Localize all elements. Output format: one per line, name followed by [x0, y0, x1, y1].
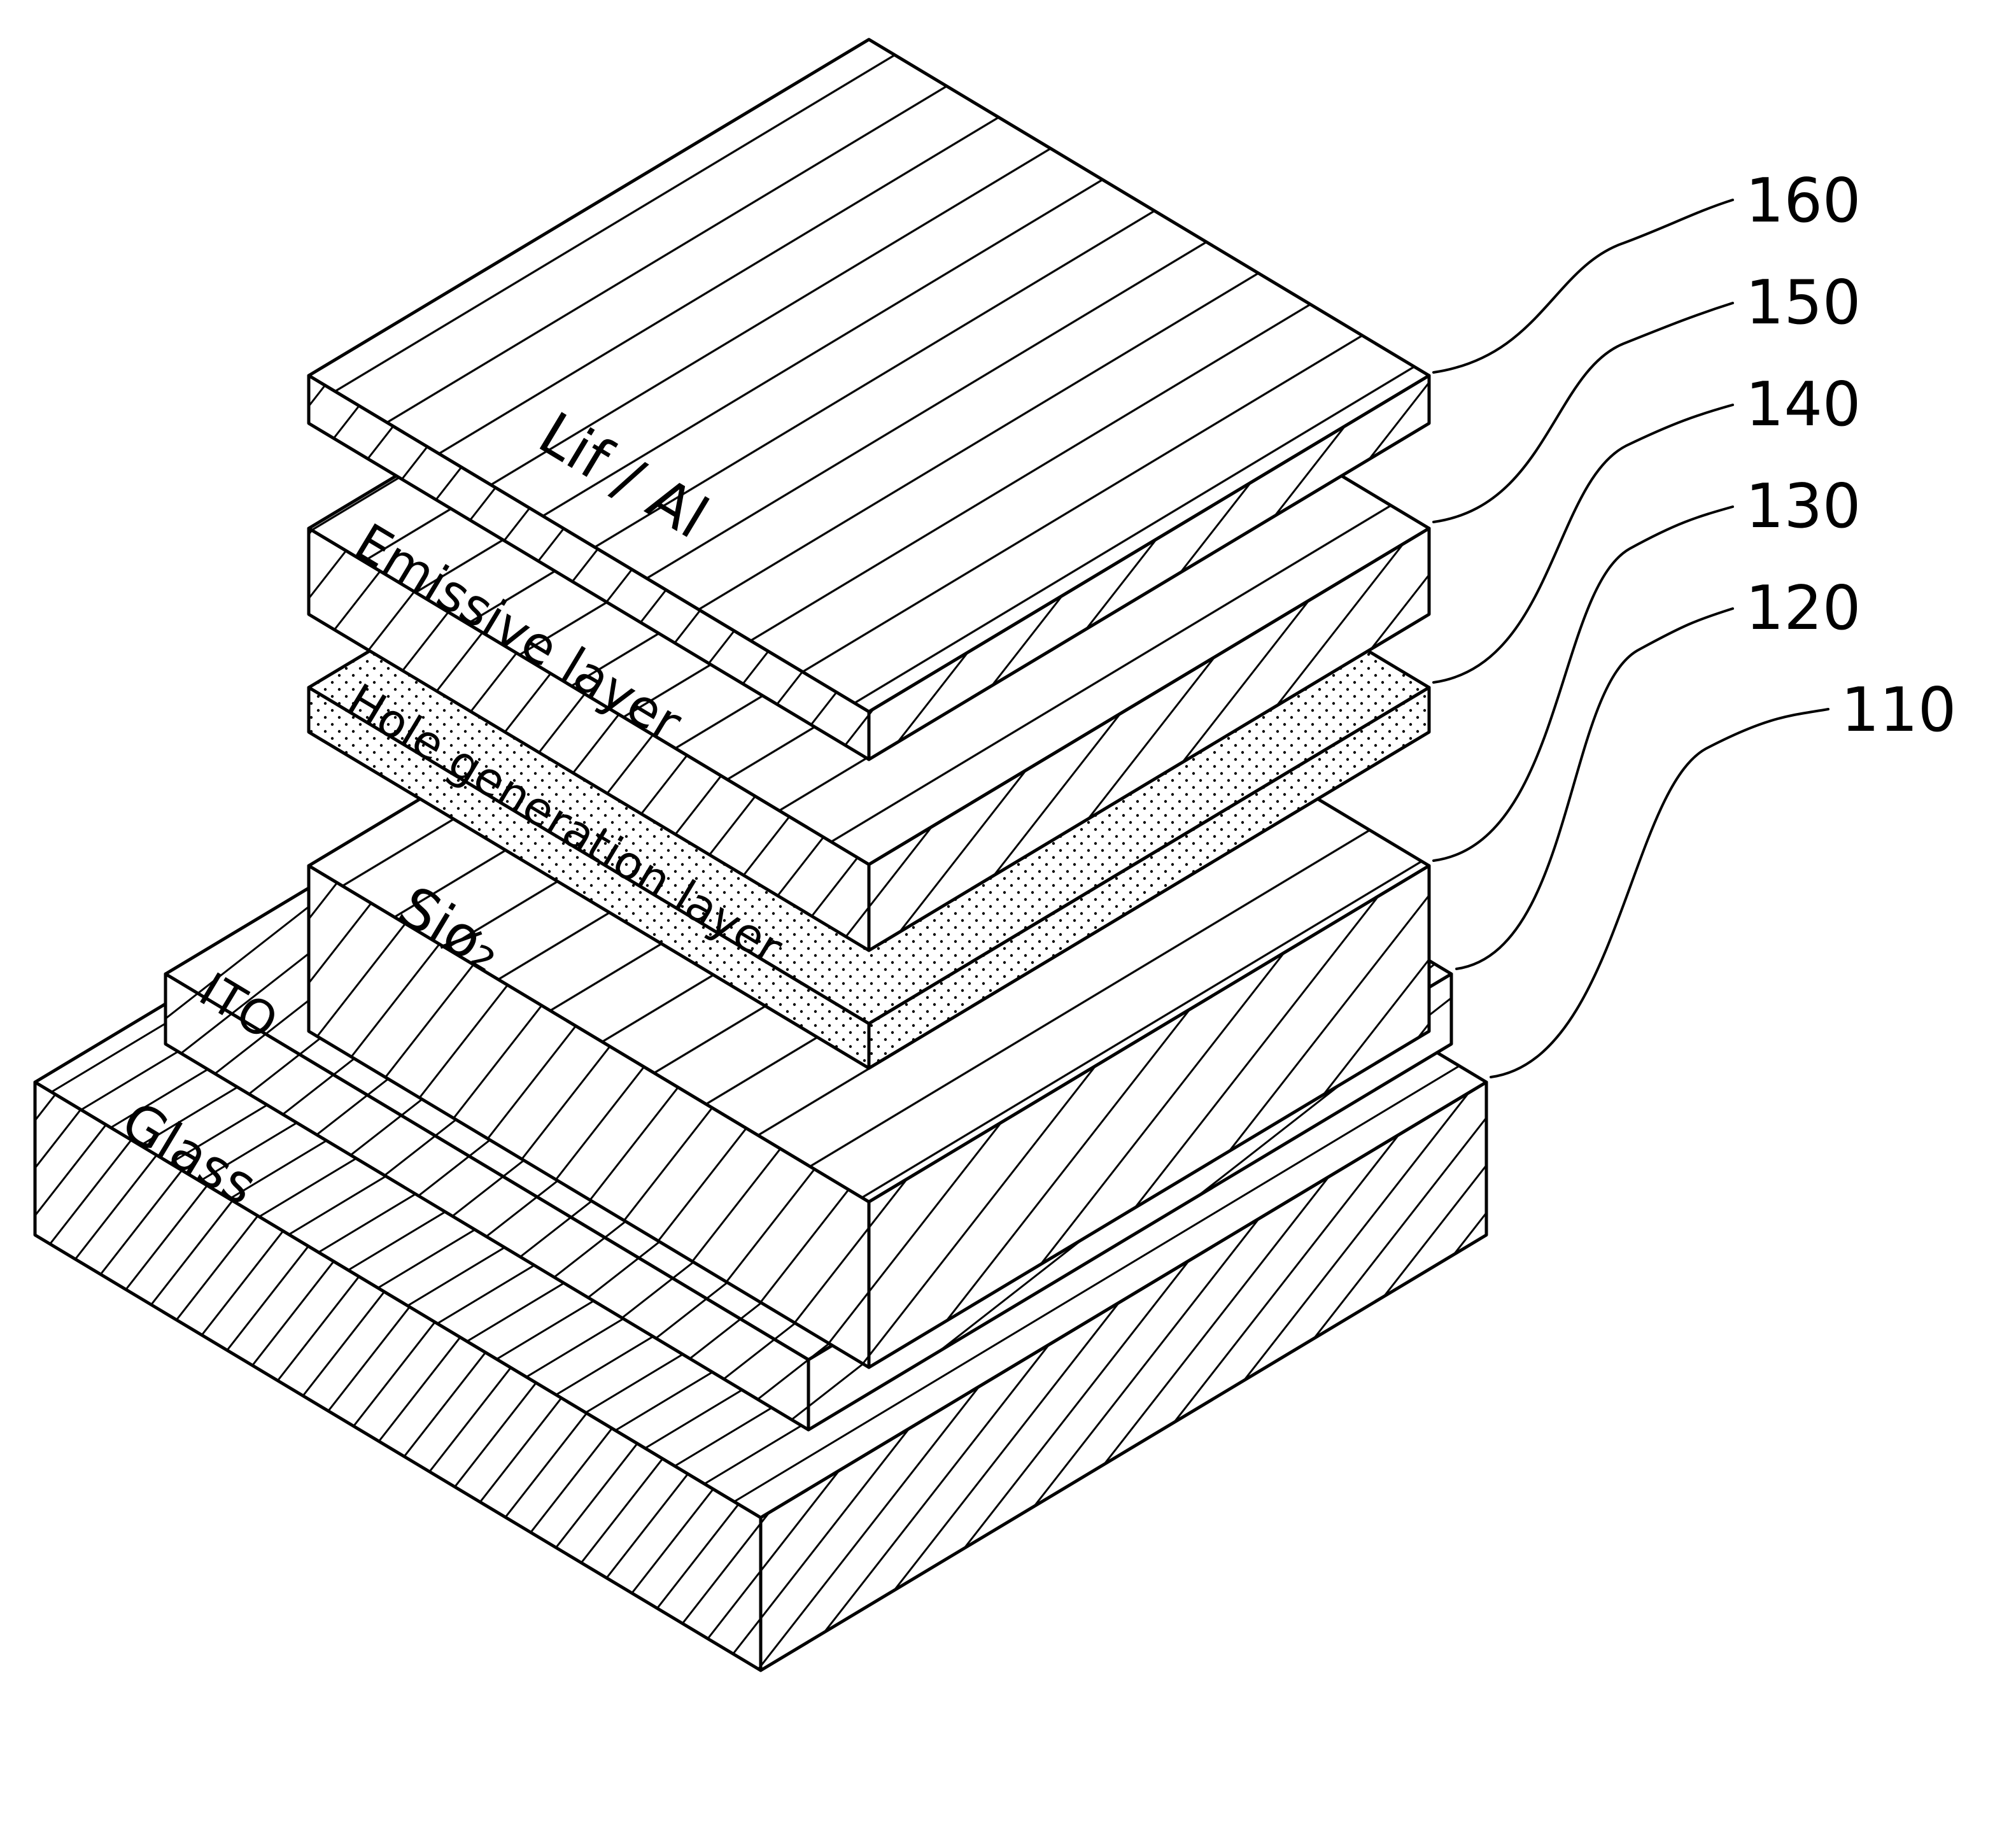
ref-150: 150	[1745, 268, 1861, 338]
layer-110-right-face	[759, 1080, 1488, 1672]
ref-120: 120	[1745, 574, 1861, 644]
ref-140: 140	[1745, 370, 1861, 440]
leader-160	[1432, 199, 1734, 374]
ref-160: 160	[1745, 166, 1861, 236]
leader-150	[1432, 302, 1734, 523]
layer-160-right-face	[867, 374, 1431, 761]
ref-110: 110	[1841, 675, 1956, 745]
leader-lines	[1432, 199, 1829, 1078]
ref-130: 130	[1745, 472, 1861, 542]
layer-150-right-face	[867, 526, 1431, 952]
leader-140	[1432, 404, 1734, 684]
leader-130	[1432, 505, 1734, 862]
leader-120	[1455, 607, 1734, 970]
reference-numerals: 160 150 140 130 120 110	[1745, 166, 1956, 745]
layer-140-right-face	[867, 686, 1431, 1070]
layer-160-lif-al	[307, 38, 1431, 761]
leader-110	[1490, 708, 1829, 1078]
layer-130-right-face	[867, 864, 1431, 1369]
